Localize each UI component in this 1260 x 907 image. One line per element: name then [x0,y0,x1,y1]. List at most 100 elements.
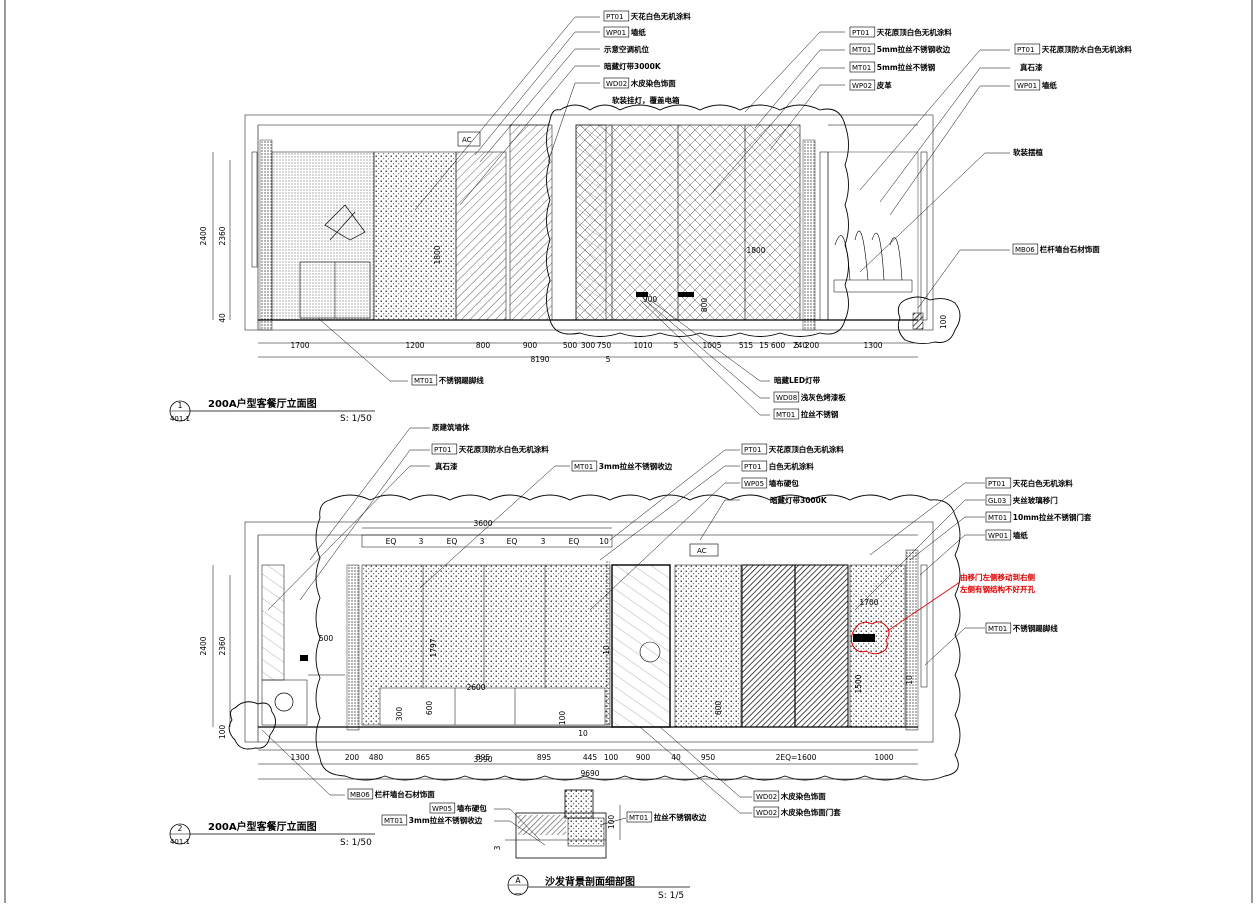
d1-callout-15-text: 不锈钢踢脚线 [439,375,484,385]
d1-badge-bottom: 401.1 [170,415,190,423]
d1-dim-2: 800 [476,341,491,350]
d1-callout-17-code: WD08 [776,394,797,402]
d1-callout-16-text: 暗藏LED灯带 [774,375,821,385]
dt-callout-0-text: 墙布硬包 [457,803,487,813]
d2-topdim-2: EQ [447,537,458,546]
d2-callout-13-text: 栏杆墙台石材饰面 [375,789,435,799]
elevation-1: AC [212,16,1010,416]
d2-height-1: 2360 [218,636,227,655]
d1-callout-17-text: 浅灰色烤漆板 [801,392,846,402]
d2-callout-12-code: MT01 [988,625,1007,633]
d1-dim-8: 5 [674,341,679,350]
d2-inner-9: 600 [714,701,723,716]
d2-callout-11-code-box [985,529,1012,541]
d1-dim-16: 1300 [863,341,882,350]
dt-scale: S: 1/5 [658,891,684,901]
d2-callout-15-code: WD02 [756,809,777,817]
d2-callout-9-code-box [985,494,1012,506]
d2-inner-4: 300 [395,707,404,722]
d2-callout-14-code-box [753,790,780,802]
d1-callout-8-text: 5mm拉丝不锈钢 [877,62,936,72]
d1-dim-5: 300 [581,341,596,350]
d1-callout-1-code-box [603,26,630,38]
d2-callout-10-code-box [985,511,1012,523]
d1-callout-14-code-box [1012,243,1039,255]
d1-callout-7-text: 5mm拉丝不锈钢收边 [877,44,951,54]
d1-callout-8-code-box [849,61,876,73]
d2-callout-1-code: PT01 [434,446,451,454]
dt-callout-0-code: WP05 [432,805,452,813]
d2-callout-15-text: 木皮染色饰面门套 [780,807,841,817]
d2-callout-14-code: WD02 [756,793,777,801]
d2-callout-5-code: PT01 [744,463,761,471]
d1-callout-1-code: WP01 [606,29,626,37]
d2-callout-11-text: 墙纸 [1013,530,1028,540]
d2-callout-3-code-box [571,460,598,472]
d1-title: 200A户型客餐厅立面图 [208,397,317,410]
d1-side-dim: 100 [939,315,948,330]
d2-total: 9690 [580,769,599,778]
d2-inner-2: 2600 [466,683,485,692]
d2-dim-11: 2EQ=1600 [776,753,817,762]
d2-topdim-0: EQ [386,537,397,546]
d1-callout-4-code-box [603,77,630,89]
d1-inner-0: 1800 [433,245,442,264]
d2-dim-8: 900 [636,753,651,762]
d2-title: 200A户型客餐厅立面图 [208,820,317,833]
d1-callout-9-code-box [849,79,876,91]
svg-text:AC: AC [462,136,472,144]
dt-callout-0-code-box [429,802,456,814]
d1-dim-6: 750 [597,341,612,350]
d2-topdim-6: EQ [569,537,580,546]
d1-callout-8-code: MT01 [852,64,871,72]
d1-height-0: 2400 [199,226,208,245]
d2-dim-0: 1300 [290,753,309,762]
d2-inner-8: 1500 [854,674,863,693]
d2-callout-12-code-box [985,622,1012,634]
d2-topdim-4: EQ [507,537,518,546]
d1-scale: S: 1/50 [340,414,372,424]
d1-callout-11-text: 真石漆 [1020,62,1043,72]
d2-callout-5-code-box [741,460,768,472]
dt-callout-1-text: 3mm拉丝不锈钢收边 [409,815,483,825]
d1-callout-7-code: MT01 [852,46,871,54]
d1-callout-2-text: 示意空调机位 [603,44,649,54]
d1-dim-12: 600 [771,341,786,350]
d2-callout-6-code-box [741,477,768,489]
d2-topdim-5: 3 [541,537,546,546]
d2-callout-9-code: GL03 [988,497,1006,505]
d2-callout-12-text: 不锈钢踢脚线 [1013,623,1058,633]
d1-dim-9: 1005 [702,341,721,350]
dt-badge-top: A [515,876,521,885]
d2-scale: S: 1/50 [340,838,372,848]
d1-callout-17-code-box [773,391,800,403]
d2-callout-14-text: 木皮染色饰面 [780,791,826,801]
d2-callout-10-text: 10mm拉丝不锈钢门套 [1013,512,1092,522]
d2-callout-3-text: 3mm拉丝不锈钢收边 [599,461,673,471]
dt-callout-2-code: MT01 [629,814,648,822]
d1-dim-3: 900 [523,341,538,350]
d1-dim-0: 1700 [290,341,309,350]
d2-callout-9-text: 夹丝玻璃移门 [1013,495,1058,505]
d2-callout-13-code: MB06 [350,791,370,799]
d1-callout-1-text: 墙纸 [631,27,646,37]
d1-callout-6-code: PT01 [852,29,869,37]
d1-callout-12-code: WP01 [1017,82,1037,90]
d2-callout-15-code-box [753,806,780,818]
dt-title: 沙发背景剖面细部图 [545,875,635,888]
d2-dim-6: 445 [583,753,598,762]
svg-text:AC: AC [697,547,707,555]
d2-callout-3-code: MT01 [574,463,593,471]
d1-dim-13: 5 [795,341,800,350]
d2-dim-9: 40 [671,753,681,762]
d1-callout-9-text: 皮革 [876,80,892,90]
d2-dim-3: 865 [416,753,431,762]
d2-top-total: 3600 [473,519,492,528]
d2-callout-4-text: 天花原顶白色无机涂料 [769,444,844,454]
d2-inner-7: 10 [578,729,588,738]
d1-callout-10-text: 天花原顶防水白色无机涂料 [1042,44,1132,54]
d2-subtotal-hidden: 3590 [473,755,492,764]
d2-red-note-2: 左侧有钢结构不好开孔 [959,584,1035,594]
title-block-detail [507,874,690,896]
